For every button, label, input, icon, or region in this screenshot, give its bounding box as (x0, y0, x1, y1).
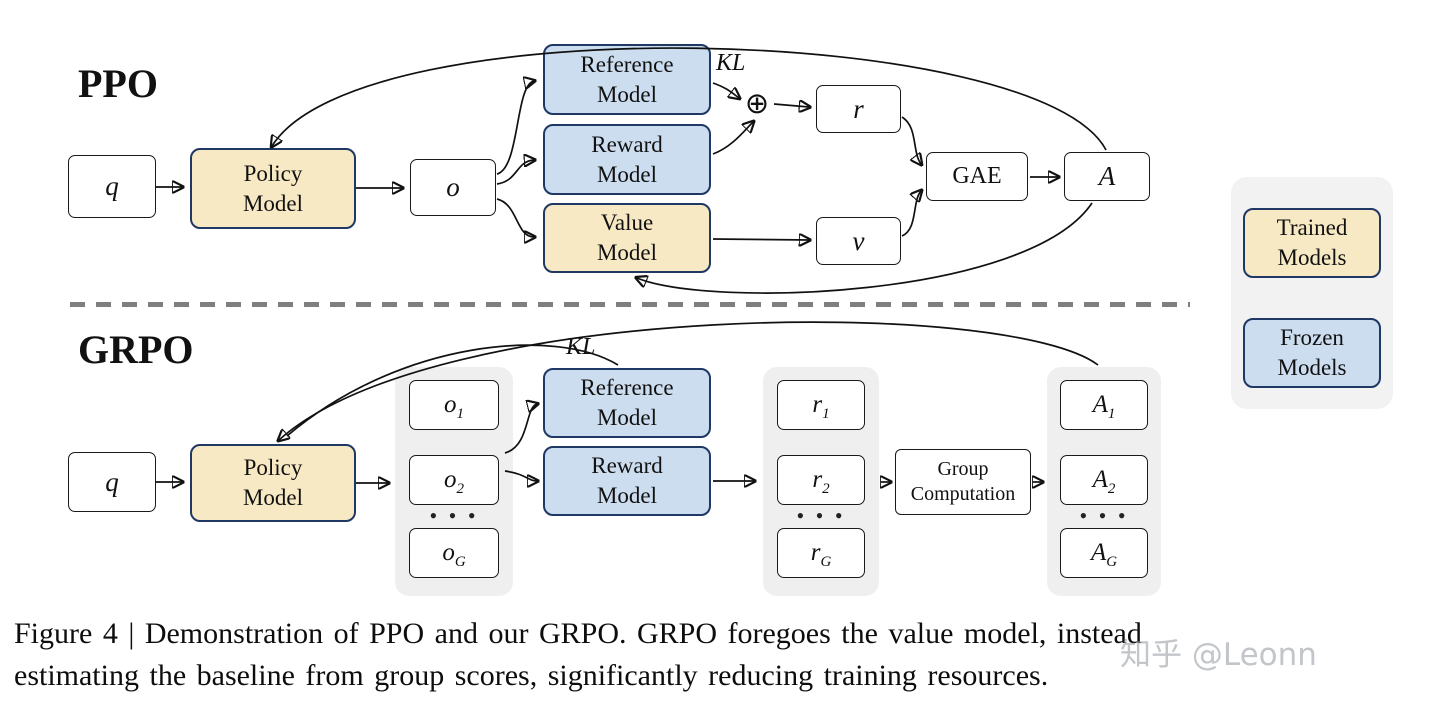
arrow-ppo-oplus-to-r (773, 104, 809, 107)
legend-trained-models: Trained Models (1243, 208, 1381, 278)
figure-caption-line1: Figure 4 | Demonstration of PPO and our … (14, 617, 1142, 650)
grpo-reward-1-label: r1 (812, 391, 830, 422)
arrow-ppo-v-to-gae (901, 191, 921, 237)
grpo-section-label: GRPO (78, 327, 194, 372)
arrow-ppo-o-to-reward (496, 160, 534, 185)
figure-caption-line2: estimating the baseline from group score… (14, 659, 1049, 692)
ppo-oplus-icon: ⊕ (744, 86, 770, 120)
grpo-advantage-g-label: AG (1090, 539, 1118, 570)
ppo-gae-label: GAE (952, 163, 1002, 189)
grpo-output-1-node: o1 (409, 380, 499, 430)
grpo-advantage-2-node: A2 (1060, 455, 1148, 505)
ppo-q-node: q (68, 155, 156, 218)
ppo-r-node: r (816, 85, 901, 133)
arrow-ppo-o-to-value (496, 198, 534, 237)
ppo-a-node: A (1064, 152, 1150, 201)
grpo-policy-model-node: Policy Model (190, 444, 356, 522)
grpo-outputs-ellipsis: • • • (429, 503, 479, 528)
ppo-reference-model-label: Reference Model (580, 51, 674, 107)
arrow-ppo-reward-to-oplus (712, 122, 753, 155)
legend-trained-models-label: Trained Models (1276, 215, 1348, 270)
arrow-ppo-reference-to-oplus (712, 82, 739, 98)
grpo-output-g-node: oG (409, 528, 499, 578)
ppo-value-model-node: Value Model (543, 203, 711, 273)
grpo-q-node: q (68, 452, 156, 512)
grpo-reference-model-label: Reference Model (580, 375, 674, 430)
grpo-advantage-1-label: A1 (1092, 391, 1116, 422)
section-divider (70, 302, 1190, 307)
arrow-ppo-value-to-v (712, 239, 809, 240)
grpo-reward-1-node: r1 (777, 380, 865, 430)
grpo-advantage-g-node: AG (1060, 528, 1148, 578)
grpo-advantage-2-label: A2 (1092, 466, 1116, 497)
legend-frozen-models-label: Frozen Models (1277, 325, 1347, 380)
ppo-r-label: r (853, 93, 864, 124)
grpo-policy-model-label: Policy Model (242, 455, 304, 510)
ppo-gae-node: GAE (926, 152, 1028, 201)
grpo-advantages-ellipsis: • • • (1079, 503, 1129, 528)
arrow-ppo-r-to-gae (901, 116, 921, 164)
grpo-rewards-ellipsis: • • • (796, 503, 846, 528)
ppo-section-label: PPO (78, 61, 158, 106)
ppo-a-label: A (1098, 161, 1116, 191)
ppo-q-label: q (105, 171, 119, 201)
grpo-advantage-1-node: A1 (1060, 380, 1148, 430)
arrow-ppo-o-to-reference (496, 81, 534, 175)
grpo-reward-model-label: Reward Model (591, 453, 663, 508)
grpo-output-1-label: o1 (444, 391, 464, 422)
grpo-reward-g-label: rG (810, 539, 832, 570)
grpo-output-2-node: o2 (409, 455, 499, 505)
grpo-reward-2-node: r2 (777, 455, 865, 505)
legend-frozen-models: Frozen Models (1243, 318, 1381, 388)
grpo-output-2-label: o2 (444, 466, 464, 497)
grpo-group-computation-node: Group Computation (895, 449, 1031, 515)
grpo-reward-g-node: rG (777, 528, 865, 578)
ppo-v-node: v (816, 217, 901, 265)
grpo-reward-model-node: Reward Model (543, 446, 711, 516)
grpo-q-label: q (105, 466, 119, 497)
ppo-o-node: o (410, 159, 496, 216)
figure-caption: Figure 4 | Demonstration of PPO and our … (14, 613, 1434, 697)
watermark: 知乎 @Leonn (1120, 637, 1317, 673)
ppo-kl-label: KL (716, 50, 746, 76)
grpo-output-g-label: oG (442, 539, 466, 570)
grpo-reward-2-label: r2 (812, 466, 830, 497)
ppo-v-label: v (852, 225, 865, 256)
ppo-o-label: o (446, 172, 460, 202)
grpo-reference-model-node: Reference Model (543, 368, 711, 438)
ppo-policy-model-node: Policy Model (190, 148, 356, 229)
grpo-kl-label: KL (566, 334, 596, 360)
grpo-group-computation-label: Group Computation (910, 458, 1016, 505)
ppo-value-model-label: Value Model (596, 210, 658, 265)
ppo-reference-model-node: Reference Model (543, 44, 711, 115)
ppo-policy-model-label: Policy Model (242, 160, 304, 216)
ppo-reward-model-node: Reward Model (543, 124, 711, 195)
ppo-reward-model-label: Reward Model (591, 131, 663, 187)
